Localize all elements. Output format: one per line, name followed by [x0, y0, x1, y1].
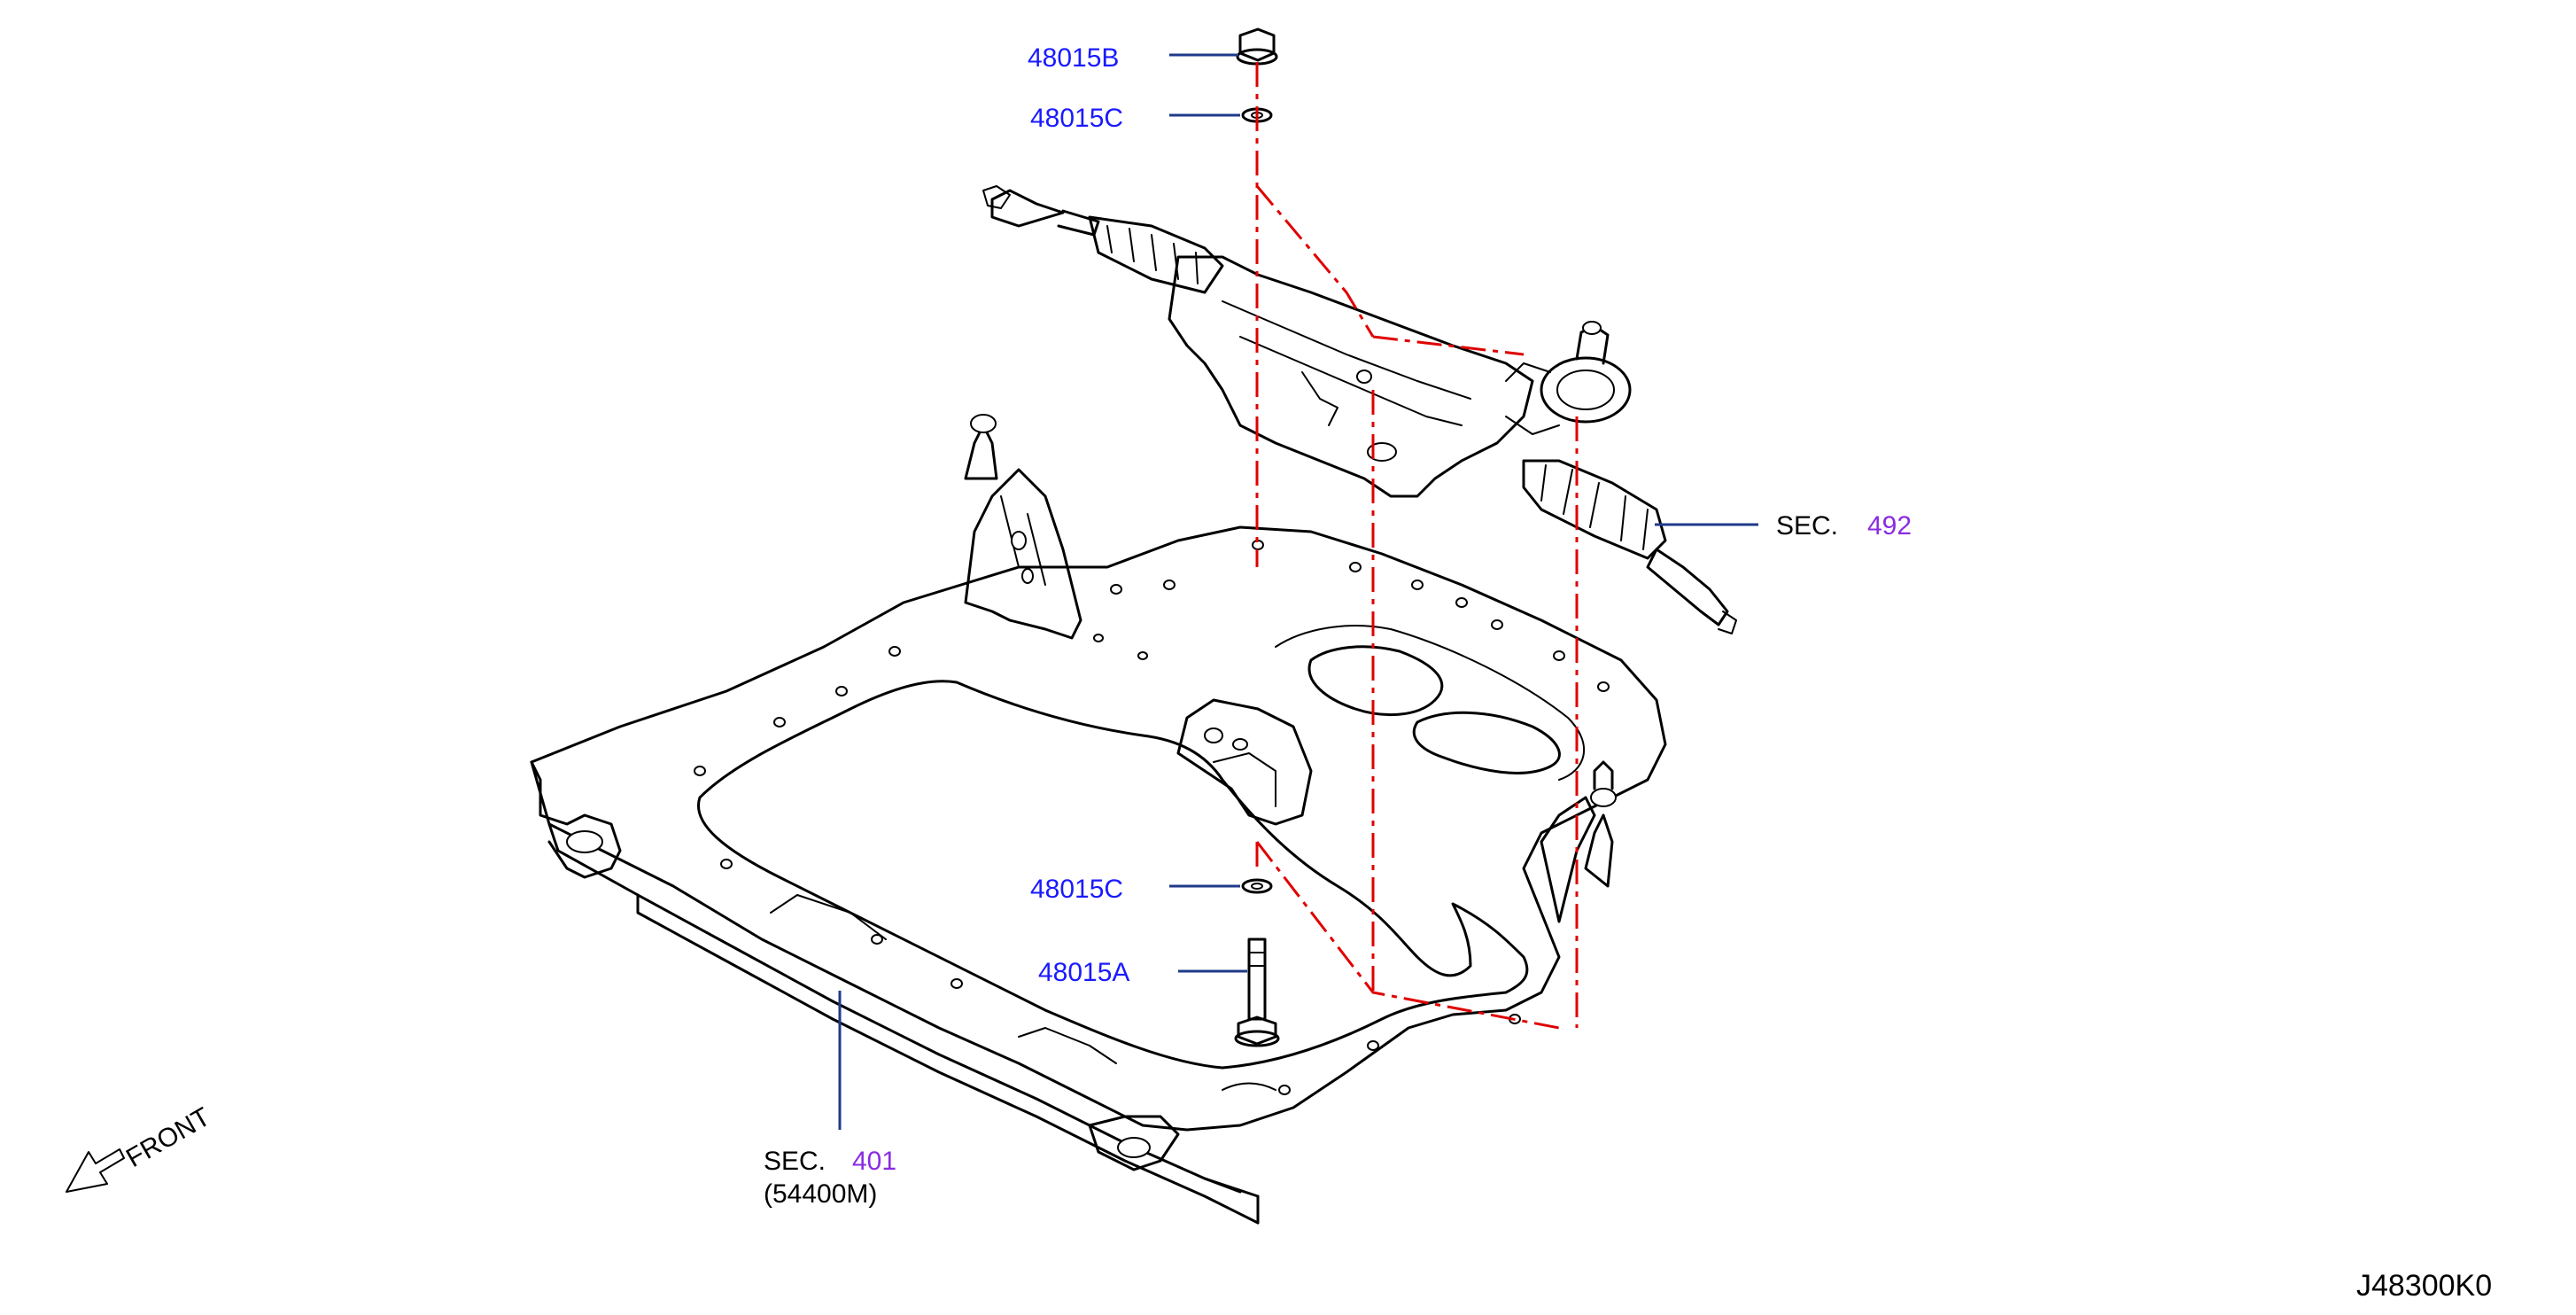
steering-gear-assembly: [982, 185, 1737, 634]
front-suspension-member: [530, 414, 1667, 1225]
label-48015b: 48015B: [1028, 43, 1119, 73]
washer-48015c-bottom: [1241, 878, 1273, 894]
leader-lines: [838, 53, 1758, 1130]
drawing-code: J48300K0: [2356, 1269, 2492, 1303]
label-48015c-top: 48015C: [1030, 104, 1123, 133]
label-48015a: 48015A: [1038, 958, 1129, 987]
alignment-centerlines: [1255, 62, 1579, 1030]
label-front: FRONT: [121, 1102, 215, 1173]
label-sec-401[interactable]: 401: [852, 1147, 896, 1176]
arrow-down-left-icon: [66, 1148, 125, 1193]
flange-nut-48015b: [1236, 27, 1278, 66]
label-part-54400m: (54400M): [764, 1179, 877, 1209]
label-sec-492[interactable]: 492: [1867, 511, 1912, 541]
label-48015c-bottom: 48015C: [1030, 875, 1123, 904]
label-sec-steering: SEC.: [1776, 511, 1838, 541]
frame-holes: [694, 540, 1610, 1095]
label-sec-frame: SEC.: [764, 1147, 826, 1176]
bolt-48015a: [1234, 938, 1280, 1047]
